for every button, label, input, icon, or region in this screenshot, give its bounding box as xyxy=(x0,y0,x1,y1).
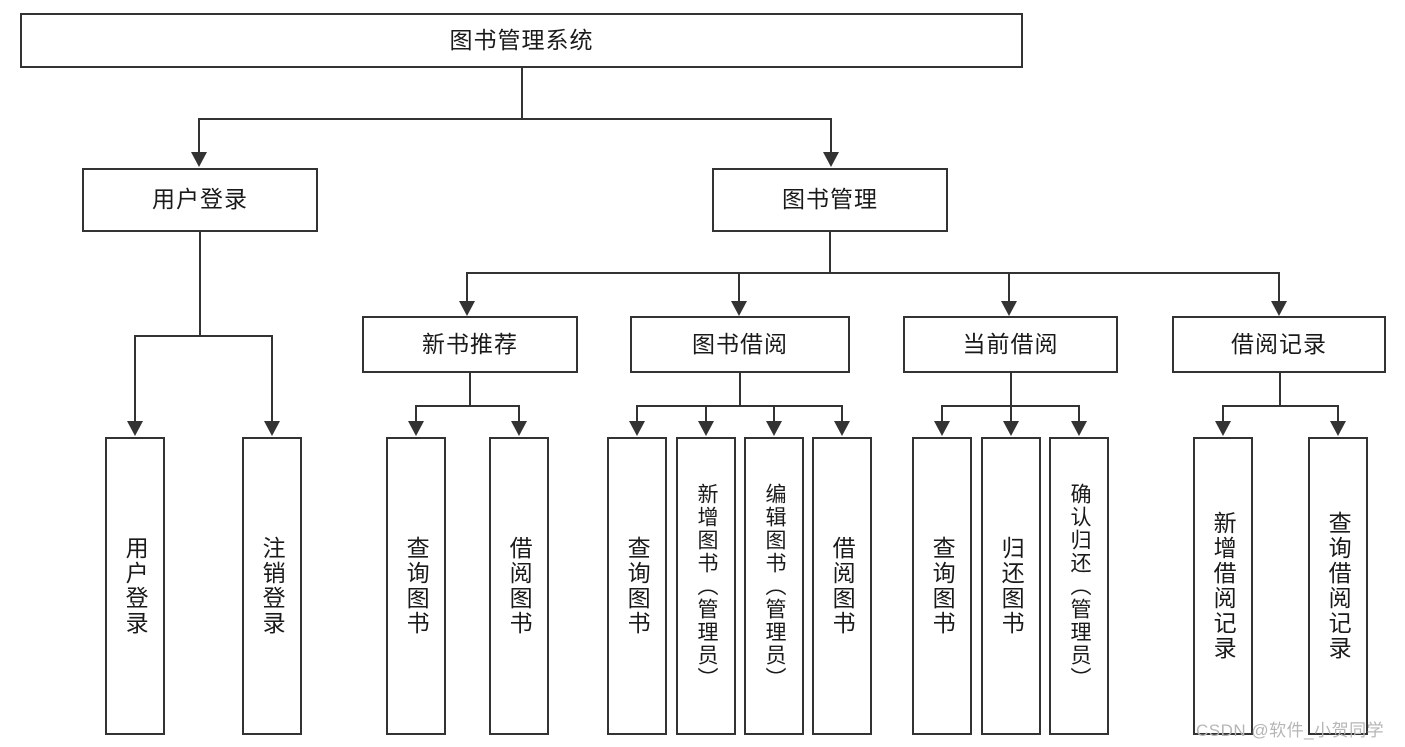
connector-level3-drop-1 xyxy=(466,272,468,302)
connector-user-login-stem xyxy=(199,232,201,335)
node-label: 借阅图书 xyxy=(829,536,856,636)
connector-level2-drop-2 xyxy=(830,118,832,153)
node-book-management[interactable]: 图书管理 xyxy=(712,168,948,232)
leaf-return-book[interactable]: 归还图书 xyxy=(981,437,1041,735)
connector-book-management-stem xyxy=(829,232,831,272)
connector-new-book-drop-1 xyxy=(415,405,417,422)
node-label: 查询图书 xyxy=(403,536,430,636)
node-label: 用户登录 xyxy=(152,186,248,213)
arrow-to-leaf-query-record xyxy=(1330,421,1346,436)
arrow-to-leaf-query-book-2 xyxy=(629,421,645,436)
arrow-to-leaf-borrow-book-1 xyxy=(511,421,527,436)
node-book-borrow[interactable]: 图书借阅 xyxy=(630,316,850,373)
node-label: 当前借阅 xyxy=(962,330,1059,357)
leaf-add-book-admin[interactable]: 新增图书（管理员） xyxy=(676,437,736,735)
connector-book-borrow-drop-3 xyxy=(773,405,775,422)
arrow-to-leaf-query-book-1 xyxy=(408,421,424,436)
connector-level3-bus xyxy=(466,272,1280,274)
node-label: 图书借阅 xyxy=(692,330,788,357)
leaf-user-login[interactable]: 用户登录 xyxy=(105,437,165,735)
arrow-to-user-login xyxy=(191,152,207,167)
node-label: 查询图书 xyxy=(624,536,651,636)
arrow-to-leaf-add-book xyxy=(698,421,714,436)
node-label: 查询图书 xyxy=(929,536,956,636)
leaf-add-borrow-record[interactable]: 新增借阅记录 xyxy=(1193,437,1253,735)
node-root-book-management-system[interactable]: 图书管理系统 xyxy=(20,13,1023,68)
connector-user-login-drop-1 xyxy=(134,335,136,422)
connector-current-borrow-drop-3 xyxy=(1078,405,1080,422)
connector-level3-drop-2 xyxy=(738,272,740,302)
connector-borrow-record-stem xyxy=(1279,373,1281,405)
node-label: 新书推荐 xyxy=(422,330,518,357)
arrow-to-leaf-confirm-return xyxy=(1071,421,1087,436)
connector-new-book-stem xyxy=(469,373,471,405)
node-label: 借阅图书 xyxy=(506,536,533,636)
node-label: 图书管理系统 xyxy=(449,26,594,53)
leaf-confirm-return-admin[interactable]: 确认归还（管理员） xyxy=(1049,437,1109,735)
connector-root-stem xyxy=(521,68,523,118)
arrow-to-leaf-edit-book xyxy=(766,421,782,436)
connector-book-borrow-bus xyxy=(636,405,843,407)
connector-level2-bus xyxy=(198,118,832,120)
leaf-query-book-borrow[interactable]: 查询图书 xyxy=(607,437,667,735)
watermark-text: CSDN @软件_小贺同学 xyxy=(1196,721,1385,740)
node-label: 确认归还（管理员） xyxy=(1068,482,1092,690)
arrow-to-borrow-record xyxy=(1271,301,1287,316)
arrow-to-leaf-return-book xyxy=(1003,421,1019,436)
node-new-book-recommend[interactable]: 新书推荐 xyxy=(362,316,578,373)
node-label: 归还图书 xyxy=(998,536,1025,636)
connector-user-login-bus xyxy=(134,335,272,337)
arrow-to-leaf-user-login xyxy=(127,421,143,436)
node-label: 编辑图书（管理员） xyxy=(763,482,787,690)
leaf-edit-book-admin[interactable]: 编辑图书（管理员） xyxy=(744,437,804,735)
leaf-borrow-book-recommend[interactable]: 借阅图书 xyxy=(489,437,549,735)
connector-level3-drop-4 xyxy=(1278,272,1280,302)
arrow-to-new-book-recommend xyxy=(459,301,475,316)
leaf-query-borrow-record[interactable]: 查询借阅记录 xyxy=(1308,437,1368,735)
connector-current-borrow-drop-1 xyxy=(941,405,943,422)
node-label: 注销登录 xyxy=(259,536,286,636)
leaf-logout[interactable]: 注销登录 xyxy=(242,437,302,735)
connector-borrow-record-bus xyxy=(1222,405,1337,407)
connector-borrow-record-drop-2 xyxy=(1337,405,1339,422)
connector-level3-drop-3 xyxy=(1008,272,1010,302)
connector-book-borrow-stem xyxy=(739,373,741,405)
connector-book-borrow-drop-4 xyxy=(841,405,843,422)
connector-current-borrow-drop-2 xyxy=(1010,405,1012,422)
connector-book-borrow-drop-1 xyxy=(636,405,638,422)
node-current-borrow[interactable]: 当前借阅 xyxy=(903,316,1118,373)
arrow-to-current-borrow xyxy=(1001,301,1017,316)
leaf-borrow-book[interactable]: 借阅图书 xyxy=(812,437,872,735)
node-label: 图书管理 xyxy=(782,186,878,213)
connector-new-book-drop-2 xyxy=(518,405,520,422)
arrow-to-leaf-query-book-3 xyxy=(934,421,950,436)
connector-current-borrow-stem xyxy=(1010,373,1012,405)
node-user-login[interactable]: 用户登录 xyxy=(82,168,318,232)
node-label: 用户登录 xyxy=(122,536,149,636)
node-label: 借阅记录 xyxy=(1231,330,1327,357)
arrow-to-leaf-borrow-book-2 xyxy=(834,421,850,436)
leaf-query-book-current[interactable]: 查询图书 xyxy=(912,437,972,735)
node-label: 新增图书（管理员） xyxy=(695,482,719,690)
arrow-to-leaf-add-record xyxy=(1215,421,1231,436)
node-borrow-record[interactable]: 借阅记录 xyxy=(1172,316,1386,373)
arrow-to-leaf-logout xyxy=(264,421,280,436)
node-label: 查询借阅记录 xyxy=(1325,511,1352,661)
connector-borrow-record-drop-1 xyxy=(1222,405,1224,422)
arrow-to-book-management xyxy=(823,152,839,167)
connector-user-login-drop-2 xyxy=(271,335,273,422)
connector-level2-drop-1 xyxy=(198,118,200,153)
connector-new-book-bus xyxy=(415,405,520,407)
connector-book-borrow-drop-2 xyxy=(705,405,707,422)
node-label: 新增借阅记录 xyxy=(1210,511,1237,661)
leaf-query-book-recommend[interactable]: 查询图书 xyxy=(386,437,446,735)
arrow-to-book-borrow xyxy=(731,301,747,316)
